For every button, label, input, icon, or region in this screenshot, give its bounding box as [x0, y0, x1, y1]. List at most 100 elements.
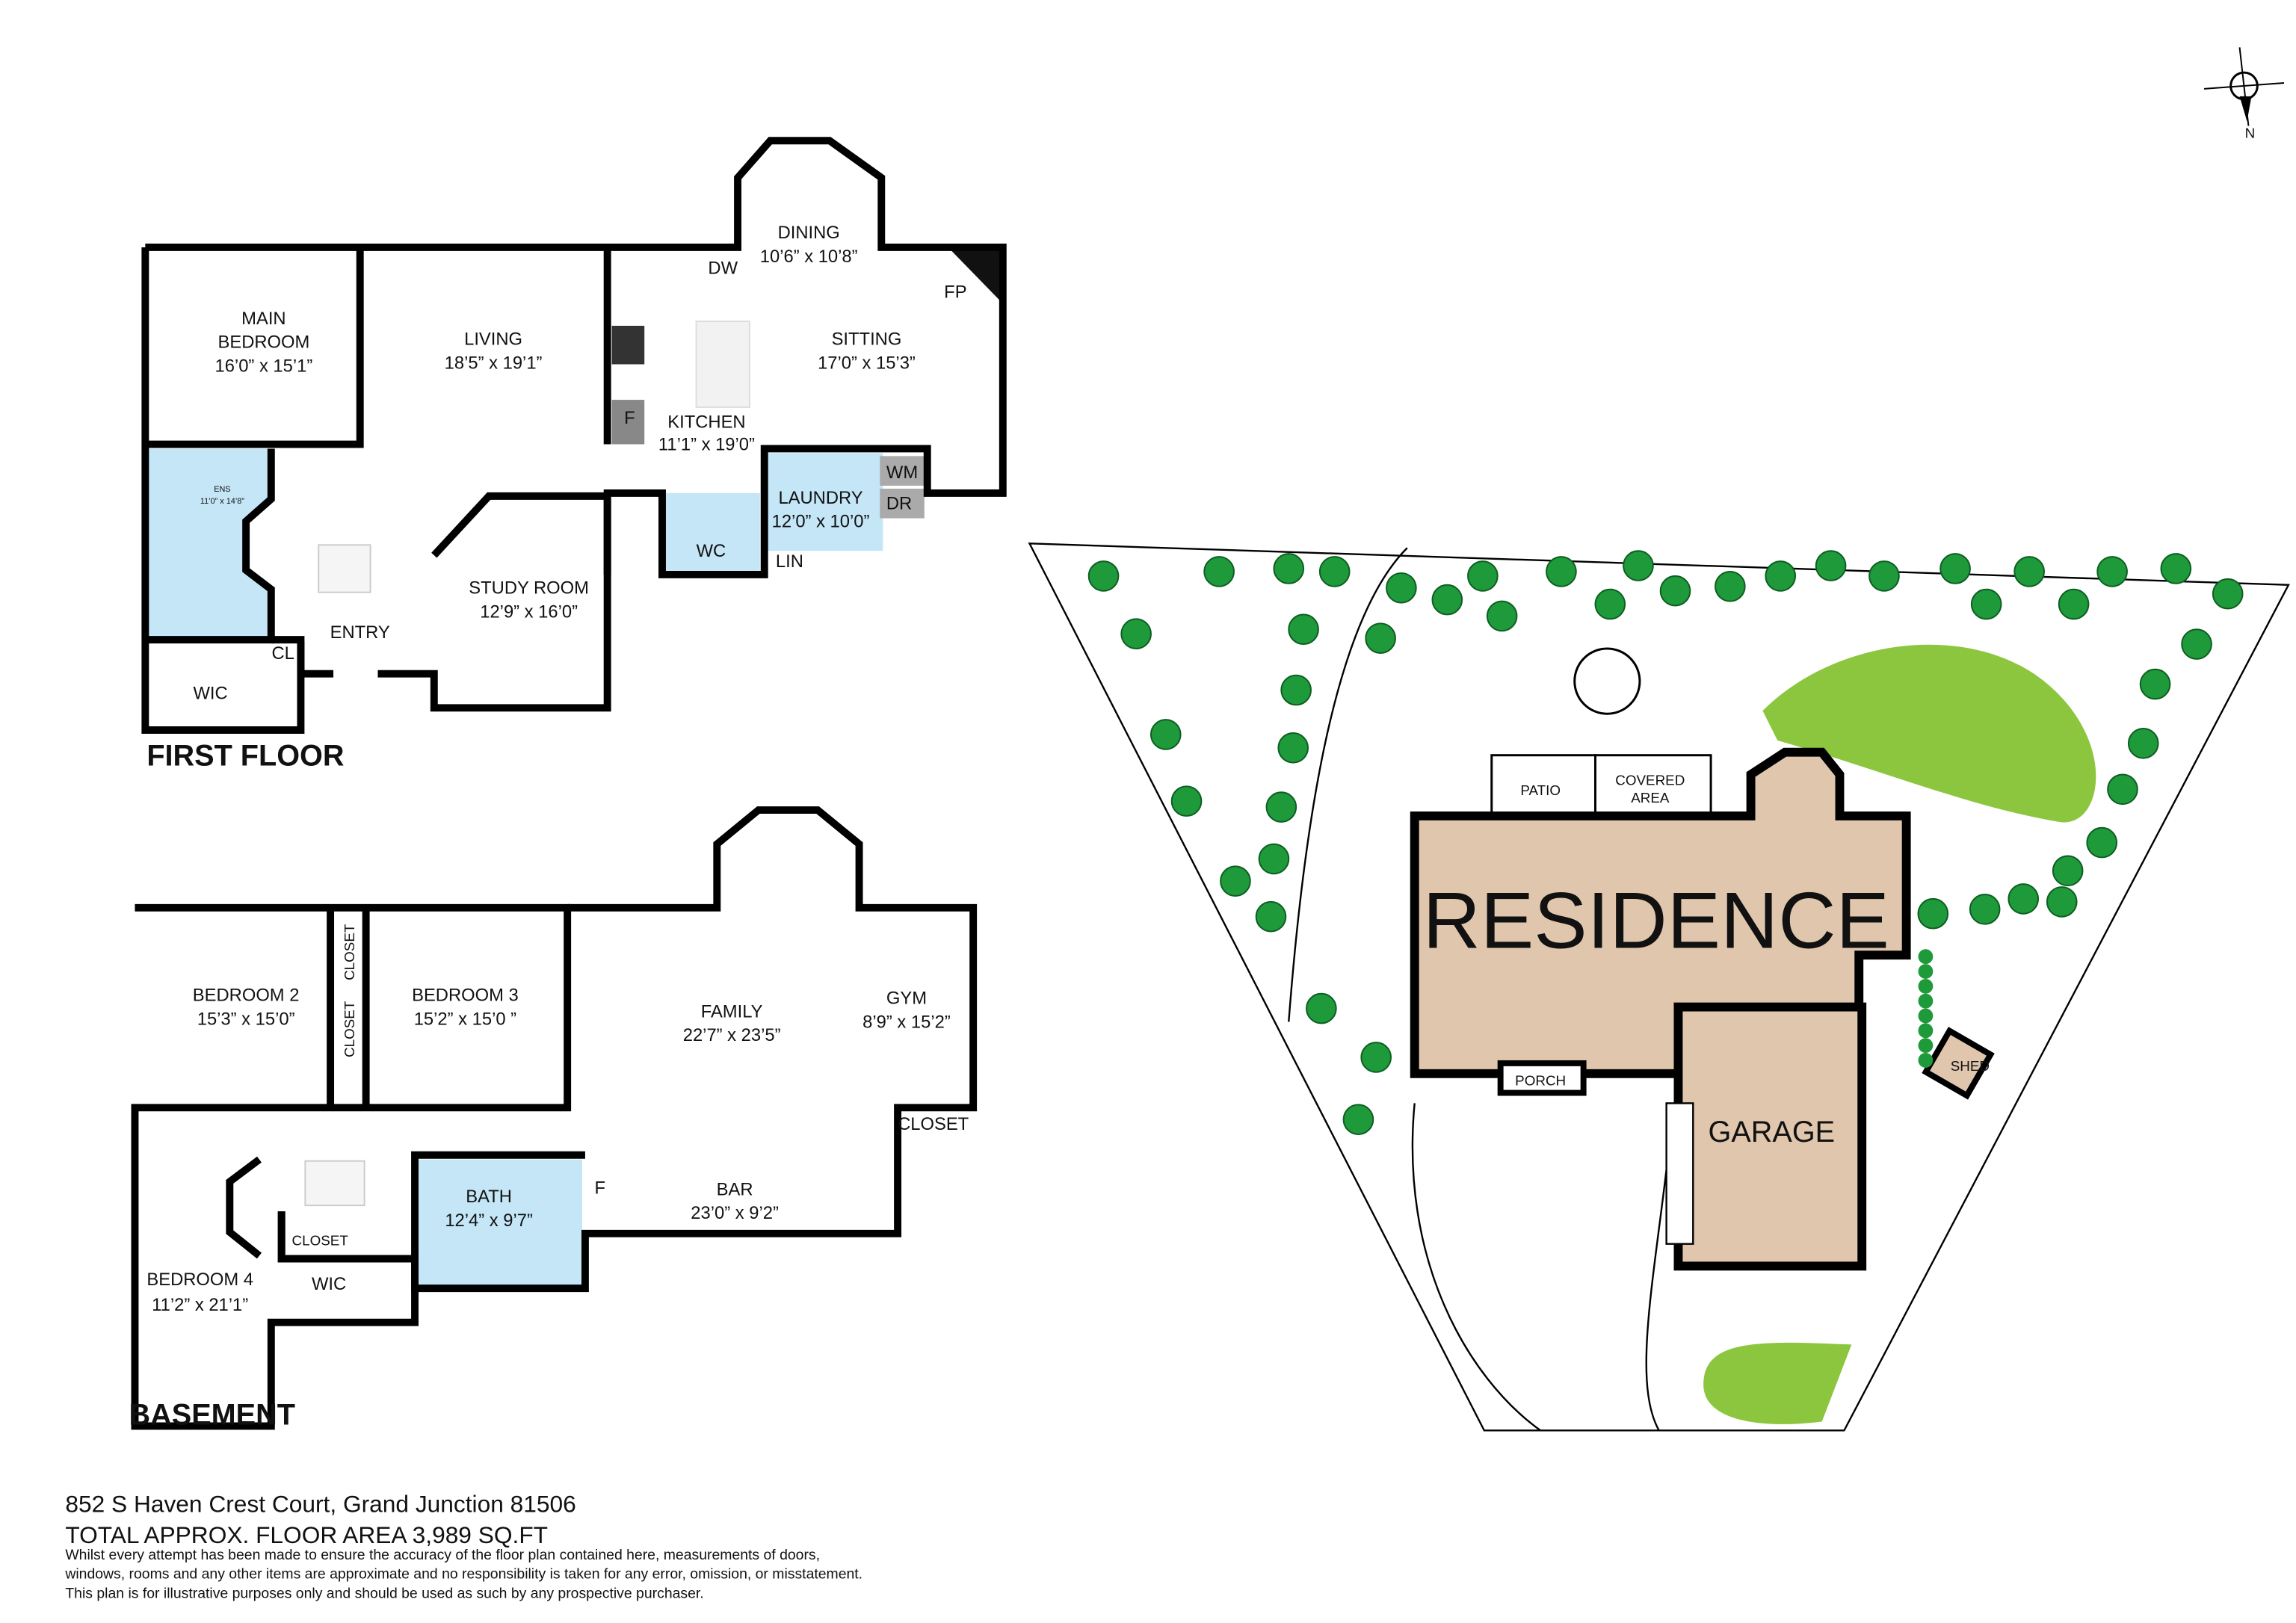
tree-icon	[2086, 826, 2118, 859]
covered-area	[1594, 754, 1712, 816]
room-label-bedroom4: BEDROOM 4	[146, 1270, 253, 1290]
tree-icon	[1815, 550, 1847, 581]
room-label-wic: WIC	[193, 683, 227, 703]
tree-icon	[2052, 855, 2084, 887]
room-dim-dining: 10’6” x 10’8”	[760, 247, 858, 267]
lin-label: LIN	[776, 551, 803, 572]
tree-icon	[1255, 900, 1287, 933]
tree-icon	[1273, 553, 1305, 584]
room-label-bedroom2: BEDROOM 2	[193, 986, 300, 1006]
footer: 852 S Haven Crest Court, Grand Junction …	[64, 1490, 862, 1601]
room-label-study: STUDY ROOM	[469, 578, 589, 599]
laundry-wet-area	[764, 453, 883, 551]
tree-icon	[1939, 553, 1971, 584]
basement-plan: BEDROOM 2 15’3” x 15’0” CLOSET CLOSET BE…	[129, 806, 978, 1431]
tree-icon	[1280, 674, 1312, 706]
room-dim-ens: 11’0” x 14’8”	[200, 497, 244, 506]
room-dim-study: 12’9” x 16’0”	[480, 602, 578, 622]
room-dim-bedroom4: 11’2” x 21’1”	[152, 1295, 248, 1315]
tree-icon	[1486, 600, 1518, 632]
tree-icon	[1360, 1042, 1392, 1073]
tree-icon	[1659, 575, 1691, 607]
address: 852 S Haven Crest Court, Grand Junction …	[65, 1490, 575, 1517]
basement-title: BASEMENT	[129, 1398, 295, 1431]
tree-icon	[1149, 719, 1182, 750]
patio-label: PATIO	[1520, 782, 1561, 798]
room-label-family: FAMILY	[701, 1001, 763, 1021]
disclaimer-line-1: Whilst every attempt has been made to en…	[65, 1547, 820, 1563]
wm-label: WM	[886, 463, 918, 483]
tree-icon	[1431, 584, 1463, 616]
room-label-entry: ENTRY	[330, 622, 390, 643]
room-dim-bath: 12’4” x 9’7”	[445, 1211, 533, 1231]
dryer	[880, 488, 925, 519]
room-label-laundry: LAUNDRY	[778, 488, 862, 508]
room-label-bath: BATH	[466, 1187, 512, 1207]
tree-icon	[2107, 773, 2138, 806]
pool	[1573, 647, 1641, 715]
tree-icon	[2139, 668, 2171, 700]
tree-icon	[1318, 556, 1351, 587]
room-label-ens: ENS	[214, 485, 230, 494]
tree-icon	[2046, 886, 2078, 918]
stairs	[318, 544, 371, 593]
tree-icon	[1715, 570, 1746, 602]
room-label-bedroom3: BEDROOM 3	[412, 986, 519, 1006]
room-dim-main-bedroom: 16’0” x 15’1”	[215, 356, 313, 376]
closet-label-gym: CLOSET	[898, 1114, 969, 1134]
hedge-icon	[1918, 1053, 1934, 1068]
tree-icon	[1306, 992, 1337, 1024]
driveway	[1411, 1103, 1675, 1432]
tree-icon	[2096, 556, 2128, 587]
tree-icon	[2008, 883, 2040, 915]
tree-icon	[1365, 622, 1396, 654]
tree-icon	[1868, 560, 1900, 592]
north-label: N	[2245, 125, 2256, 140]
tree-icon	[2160, 553, 2192, 584]
hedge-icon	[1918, 964, 1934, 979]
hedge-icon	[1918, 993, 1934, 1009]
residence-label: RESIDENCE	[1423, 875, 1889, 965]
room-label-sitting: SITTING	[832, 330, 902, 350]
room-label-dining: DINING	[778, 223, 840, 243]
tree-icon	[1265, 791, 1297, 823]
room-label-kitchen: KITCHEN	[667, 412, 745, 433]
cl-label: CL	[271, 643, 294, 664]
tree-icon	[1386, 572, 1417, 604]
ens-wet-area	[148, 448, 271, 637]
tree-icon	[1203, 556, 1235, 587]
path	[1288, 547, 1408, 1022]
tree-icon	[2181, 628, 2212, 660]
covered-area-label-1: COVERED	[1615, 772, 1685, 788]
closet-label-2: CLOSET	[342, 1001, 357, 1057]
tree-icon	[1546, 556, 1577, 587]
lot-boundary	[1028, 542, 2290, 1432]
tree-icon	[1765, 560, 1797, 592]
room-label-wc: WC	[697, 541, 726, 561]
room-dim-living: 18’5” x 19’1”	[445, 353, 543, 373]
dr-label: DR	[886, 494, 912, 514]
north-compass-icon: N	[2203, 47, 2285, 140]
first-floor-title: FIRST FLOOR	[146, 740, 344, 773]
tree-icon	[1220, 865, 1251, 897]
fireplace	[948, 247, 1003, 304]
room-label-wic-basement: WIC	[312, 1274, 346, 1294]
tree-icon	[1969, 893, 2001, 925]
disclaimer-line-2: windows, rooms and any other items are a…	[64, 1566, 862, 1583]
room-dim-bar: 23’0” x 9’2”	[691, 1203, 779, 1223]
covered-area-label-2: AREA	[1631, 790, 1670, 806]
tree-icon	[2212, 578, 2244, 610]
trees	[1087, 550, 2244, 1136]
room-dim-family: 22’7” x 23’5”	[683, 1025, 781, 1045]
garden-bed	[1703, 1342, 1852, 1424]
first-floor-plan: MAIN BEDROOM 16’0” x 15’1” LIVING 18’5” …	[141, 137, 1007, 773]
fridge-label-basement: F	[594, 1178, 605, 1198]
kitchen-island	[695, 321, 750, 408]
room-label-main-bedroom: MAIN	[241, 309, 286, 329]
garage-label: GARAGE	[1709, 1116, 1836, 1149]
tree-icon	[1120, 618, 1152, 649]
room-label-bar: BAR	[717, 1179, 753, 1199]
room-label-main-bedroom-2: BEDROOM	[217, 333, 309, 353]
fp-label: FP	[944, 282, 966, 302]
